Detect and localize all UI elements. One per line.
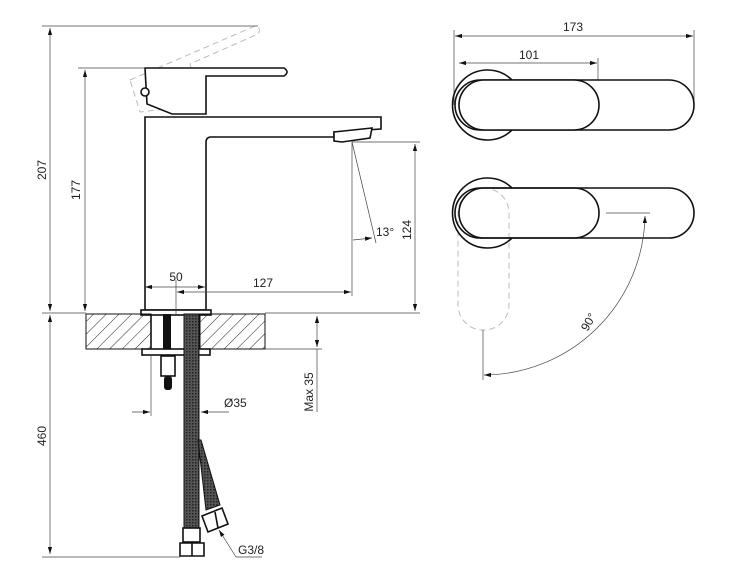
dim-body-width: 50 — [169, 270, 183, 284]
mounting-plate — [141, 348, 211, 356]
top-view: 173 101 90° — [451, 20, 695, 380]
nut — [160, 355, 176, 377]
hose-nut-bottom — [179, 542, 205, 557]
aerator — [333, 127, 373, 143]
hose-ferrule — [182, 527, 201, 543]
dim-spout-height: 124 — [400, 220, 414, 240]
hose-secondary — [197, 439, 221, 511]
dim-hole-diameter: Ø35 — [224, 396, 247, 410]
lever-top-rotated: 90° — [451, 177, 695, 380]
dim-total-length: 173 — [563, 20, 583, 34]
hose-nut-side — [200, 506, 230, 534]
dim-lever-length: 101 — [519, 48, 539, 62]
dim-rotation-angle: 90° — [578, 310, 599, 333]
lever-top-closed — [451, 69, 695, 141]
side-view: 207 177 50 127 124 13° Max 35 Ø35 460 G3… — [35, 25, 420, 558]
dim-lever-height: 177 — [69, 180, 83, 200]
dim-max-thickness: Max 35 — [302, 372, 316, 412]
dim-hose-length: 460 — [35, 426, 49, 446]
countertop-right — [199, 313, 266, 350]
countertop-left — [85, 313, 152, 350]
thread-label: G3/8 — [238, 543, 264, 557]
bolt-end — [164, 376, 172, 390]
dim-total-height: 207 — [35, 160, 49, 180]
threaded-rod — [163, 314, 171, 355]
lever — [144, 67, 288, 115]
rotated-lever-outline — [457, 187, 510, 331]
lever-pivot — [140, 87, 150, 97]
dim-spout-angle: 13° — [376, 225, 394, 239]
hose-main — [183, 313, 200, 543]
dim-spout-reach: 127 — [253, 276, 273, 290]
